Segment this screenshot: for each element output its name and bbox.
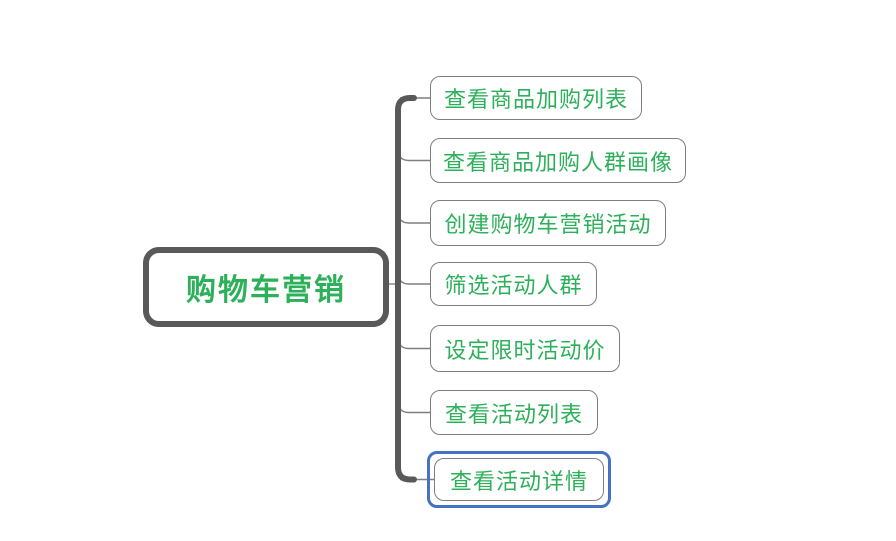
child-topic-2-label: 查看商品加购人群画像 <box>442 149 673 175</box>
child-topic-7-label: 查看活动详情 <box>449 468 588 494</box>
child-topic-6[interactable]: 查看活动列表 <box>430 390 598 435</box>
branch-line-child-3 <box>397 210 430 224</box>
child-topic-5[interactable]: 设定限时活动价 <box>430 325 620 372</box>
child-topic-4[interactable]: 筛选活动人群 <box>430 262 597 306</box>
child-topic-3-label: 创建购物车营销活动 <box>444 212 652 237</box>
child-topic-5-label: 设定限时活动价 <box>444 337 606 363</box>
child-topic-2[interactable]: 查看商品加购人群画像 <box>430 138 686 183</box>
root-topic[interactable]: 购物车营销 <box>143 247 389 327</box>
child-topic-1[interactable]: 查看商品加购列表 <box>430 76 642 120</box>
child-topic-1-label: 查看商品加购列表 <box>443 87 628 112</box>
branch-line-child-6 <box>397 400 430 414</box>
child-topic-7-selected[interactable]: 查看活动详情 <box>434 458 604 501</box>
child-topic-3[interactable]: 创建购物车营销活动 <box>430 200 666 246</box>
branch-line-child-5 <box>397 336 430 350</box>
child-topic-6-label: 查看活动列表 <box>444 401 583 427</box>
root-topic-label: 购物车营销 <box>186 274 346 307</box>
branch-line-child-2 <box>397 148 430 162</box>
trunk-line <box>395 95 417 483</box>
branch-line-child-4 <box>397 271 430 285</box>
child-topic-4-label: 筛选活动人群 <box>444 273 583 298</box>
